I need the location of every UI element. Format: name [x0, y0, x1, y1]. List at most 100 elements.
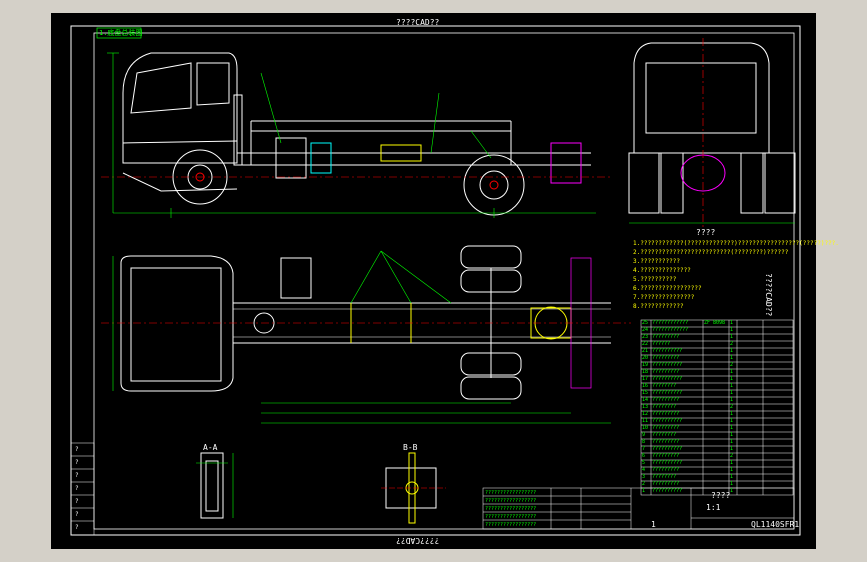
parts-table-cell: 3 [642, 474, 646, 480]
parts-table-cell: 1 [730, 432, 734, 438]
parts-table-cell: 1 [730, 334, 734, 340]
parts-table-cell: ?????????? [652, 362, 683, 368]
parts-table-cell: 1 [730, 418, 734, 424]
parts-table-cell: ????????? [652, 467, 680, 473]
parts-table-cell: ?????? [652, 341, 671, 347]
parts-table-cell: 1 [730, 327, 734, 333]
parts-table-cell: 2 [730, 453, 734, 459]
parts-table-cell: 19 [642, 362, 649, 368]
section-b-label: B-B [403, 443, 418, 452]
parts-table-cell: 1 [642, 488, 646, 494]
drawing-sheet: ????CAD?? ????CAD?? ????CAD?? 1.底盘总装图 ??… [51, 13, 839, 549]
left-strip-label: ? [75, 511, 79, 518]
parts-table-cell: 7 [642, 446, 646, 452]
inner-frame [93, 32, 795, 530]
parts-table-cell: 21 [642, 348, 649, 354]
title-block-scale: 1:1 [706, 503, 721, 512]
note-line: 6.????????????????? [633, 285, 702, 292]
parts-table-cell: ????????? [652, 411, 680, 417]
revision-row: ????????????????? [485, 522, 537, 528]
parts-table-cell: 1 [730, 481, 734, 487]
section-b-detail [381, 452, 446, 524]
parts-table-cell: 2 [730, 404, 734, 410]
parts-table-cell: 1 [730, 348, 734, 354]
parts-table-cell: 1 [730, 467, 734, 473]
note-line: 2.?????????????????????????(????????)???… [633, 249, 789, 256]
parts-table-cell: 1 [730, 488, 734, 494]
parts-table-cell: 2 [642, 481, 646, 487]
parts-table-cell: 1 [730, 446, 734, 452]
parts-table-cell: 15 [642, 390, 649, 396]
parts-table-cell: ???????? [652, 383, 677, 389]
note-line: 5.?????????? [633, 276, 677, 283]
parts-table-cell: 11 [642, 418, 649, 424]
parts-table-cell: 16 [642, 383, 649, 389]
parts-table-cell: ???????? [652, 474, 677, 480]
parts-table-cell: ?????????? [652, 488, 683, 494]
note-line: 3.??????????? [633, 258, 680, 265]
parts-table-cell: ????????? [652, 334, 680, 340]
parts-table-cell: ?????????? [652, 390, 683, 396]
side-view [101, 52, 611, 218]
parts-table-cell: 2 [730, 341, 734, 347]
left-strip-label: ? [75, 446, 79, 453]
parts-table-cell: 9 [642, 432, 646, 438]
parts-table-cell: 14 [642, 397, 649, 403]
title-block-grid [482, 487, 795, 530]
parts-table-cell: ????????? [652, 397, 680, 403]
parts-table-cell: 1 [730, 369, 734, 375]
parts-table-cell: 1 [730, 355, 734, 361]
top-left-label-box [96, 27, 142, 39]
right-title: ????CAD?? [764, 273, 773, 317]
parts-table-cell: 10 [642, 425, 649, 431]
parts-table-cell: ???????????? [652, 320, 689, 326]
bottom-title: ????CAD?? [396, 536, 440, 545]
parts-table-cell: ????????? [652, 481, 680, 487]
parts-table-cell: ???????? [652, 432, 677, 438]
top-left-label: 1.底盘总装图 [99, 29, 143, 37]
title-block-drawing-no: QL1140SFR1 [751, 520, 800, 529]
parts-table-cell: 1 [730, 425, 734, 431]
left-strip-label: ? [75, 498, 79, 505]
parts-table-cell: 18 [642, 369, 649, 375]
left-strip-label: ? [75, 524, 79, 531]
parts-table-cell: ????????? [652, 453, 680, 459]
parts-table-cell: 1 [730, 320, 734, 326]
title-block-name: ???? [711, 491, 731, 500]
revision-row: ????????????????? [485, 490, 537, 496]
note-line: 4.?????????????? [633, 267, 691, 274]
parts-table-cell: ?????????? [652, 460, 683, 466]
left-strip-grid [70, 442, 95, 536]
parts-table-cell: 1 [730, 390, 734, 396]
parts-table-cell: 1 [730, 439, 734, 445]
parts-table-cell: 13 [642, 404, 649, 410]
parts-table-cell: ????????? [652, 369, 680, 375]
parts-table-grid [640, 319, 794, 496]
parts-table-cell: 23 [642, 334, 649, 340]
parts-table-cell: 24 [642, 327, 649, 333]
front-view [628, 38, 796, 228]
parts-table-cell: ?????????? [652, 348, 683, 354]
parts-table-cell: 2 [730, 362, 734, 368]
plan-view [101, 245, 631, 424]
parts-table-cell: 1 [730, 460, 734, 466]
section-a-detail [196, 452, 234, 519]
top-title: ????CAD?? [396, 18, 440, 27]
left-strip-label: ? [75, 472, 79, 479]
revision-row: ????????????????? [485, 498, 537, 504]
parts-table-cell: ???????????? [652, 327, 689, 333]
parts-table-cell: ?????????? [652, 446, 683, 452]
title-block-sheet: 1 [651, 520, 656, 529]
parts-table-cell: 12 [642, 411, 649, 417]
parts-table-cell: 1 [730, 397, 734, 403]
parts-table-cell: ????????? [652, 425, 680, 431]
revision-row: ????????????????? [485, 514, 537, 520]
parts-table-cell: ????????? [652, 355, 680, 361]
parts-table-cell: 6 [642, 453, 646, 459]
parts-table-cell: ?????????? [652, 418, 683, 424]
cad-drawing-canvas [70, 25, 801, 536]
parts-table-cell: 17 [642, 376, 649, 382]
parts-table-cell: ???????? [652, 404, 677, 410]
parts-table-cell: 1 [730, 474, 734, 480]
parts-table-cell: 5 [642, 460, 646, 466]
